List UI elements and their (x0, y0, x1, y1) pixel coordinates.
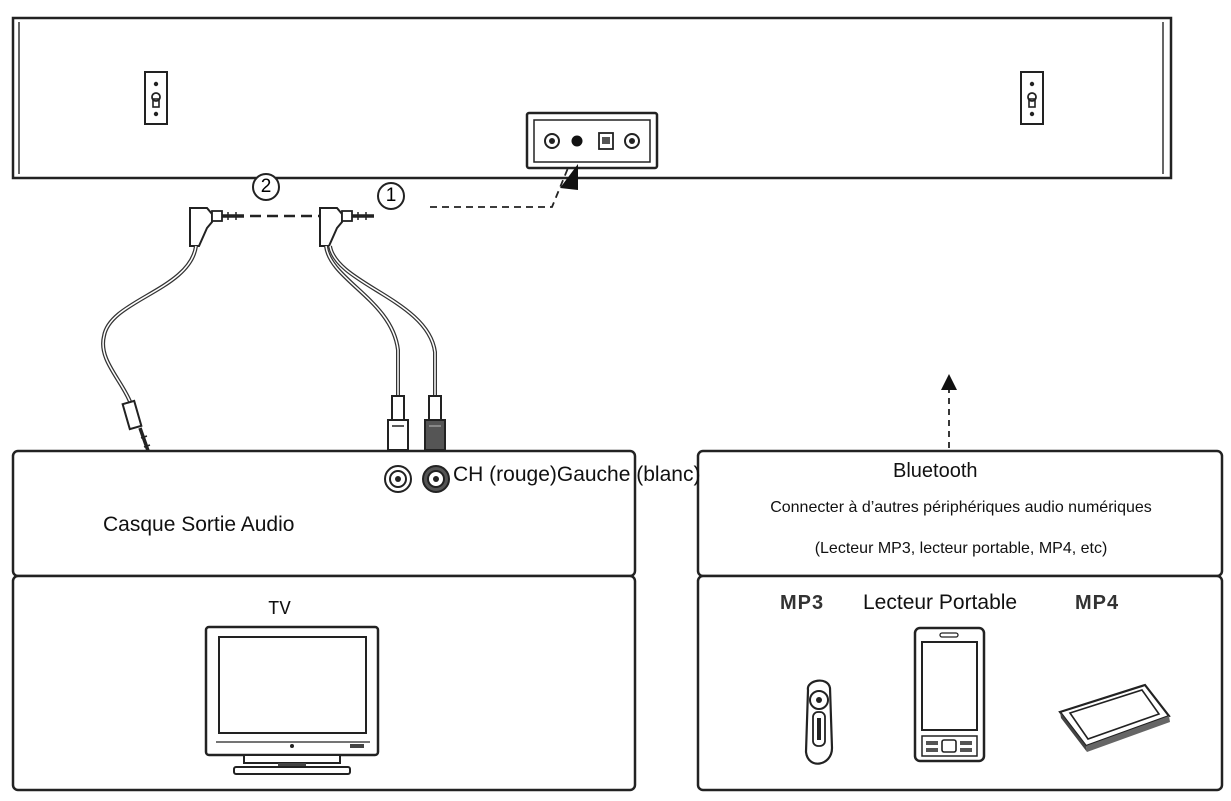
headphone-jack-icon (319, 207, 374, 247)
keyhole-mount-icon (1020, 71, 1044, 125)
tv-label: TV (268, 598, 291, 620)
phone-icon (913, 626, 986, 763)
bluetooth-label: Bluetooth (893, 460, 978, 482)
tablet-icon (1058, 683, 1171, 752)
device-label-portable: Lecteur Portable (863, 591, 1018, 614)
mp3-player-icon (804, 679, 834, 765)
rca-channel-label: CH (rouge)Gauche (blanc) (453, 463, 701, 486)
tv-icon (204, 625, 380, 775)
input-pointer-arrow (560, 164, 578, 190)
rca-socket-white (384, 465, 412, 493)
bluetooth-description: Connecter à d’autres périphériques audio… (770, 499, 1152, 516)
keyhole-mount-icon (144, 71, 168, 125)
headphone-jack-icon (189, 207, 244, 247)
step-number-2: 2 (252, 173, 280, 201)
step-number-1: 1 (377, 182, 405, 210)
device-examples: (Lecteur MP3, lecteur portable, MP4, etc… (814, 540, 1108, 557)
bluetooth-arrow (941, 374, 957, 390)
rca-socket-red (422, 465, 450, 493)
rear-input-panel-icon (525, 111, 659, 170)
device-label-mp4: MP4 (1075, 592, 1120, 614)
headphone-output-label: Casque Sortie Audio (103, 513, 295, 536)
rca-plug-icon (424, 395, 446, 460)
input-pointer-line (430, 167, 569, 208)
device-label-mp3: MP3 (780, 592, 825, 614)
